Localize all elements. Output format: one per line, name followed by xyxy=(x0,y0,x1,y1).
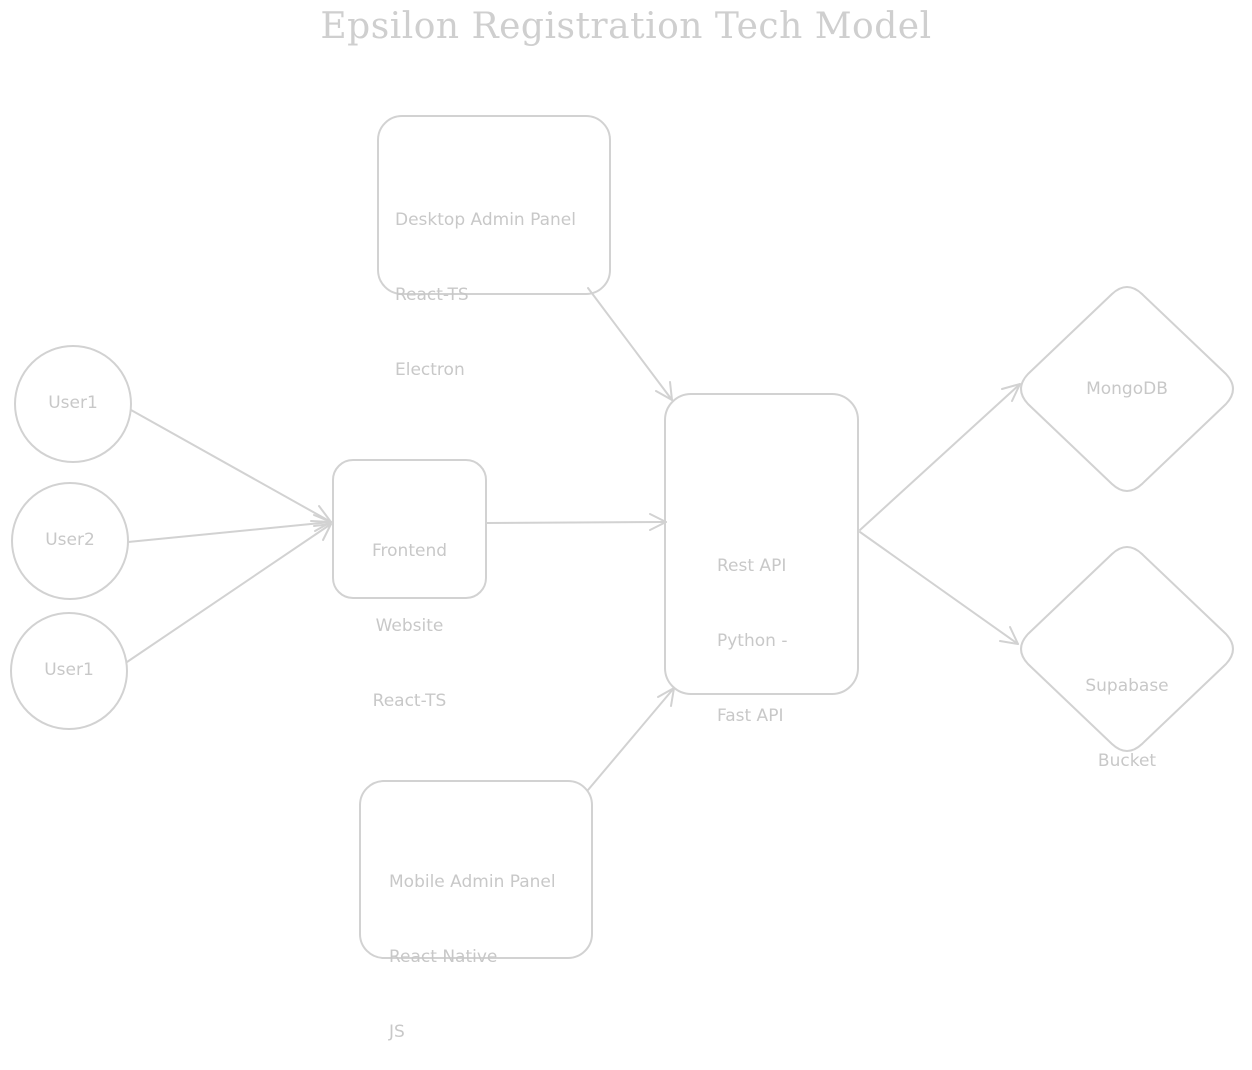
user1-top-node[interactable] xyxy=(14,345,132,463)
arrow-user2-to-frontend xyxy=(127,514,332,543)
supabase-node[interactable] xyxy=(1020,546,1234,752)
mobile-admin-label: Mobile Admin Panel React Native JS xyxy=(389,820,556,1070)
desktop-admin-line-1: Desktop Admin Panel xyxy=(395,210,576,230)
rest-api-node[interactable] xyxy=(664,393,859,695)
user2-label: User2 xyxy=(45,530,95,550)
frontend-line-3: React-TS xyxy=(372,691,447,711)
frontend-label: Frontend Website React-TS xyxy=(333,489,486,739)
mobile-admin-line-2: React Native xyxy=(389,947,498,967)
arrow-user1-to-frontend xyxy=(130,409,332,523)
desktop-admin-node[interactable] xyxy=(377,115,611,295)
diagram-title: Epsilon Registration Tech Model xyxy=(320,6,932,47)
supabase-label: Supabase Bucket xyxy=(1067,624,1187,799)
mobile-admin-line-3: JS xyxy=(389,1022,405,1042)
arrow-user1b-to-frontend xyxy=(126,523,332,663)
arrow-desktop-to-restapi xyxy=(587,287,673,401)
frontend-node[interactable] xyxy=(332,459,487,599)
user1-top-label: User1 xyxy=(48,393,98,413)
desktop-admin-label: Desktop Admin Panel React-TS Electron xyxy=(395,158,576,408)
arrow-restapi-to-mongodb xyxy=(859,383,1021,531)
user1-bottom-label: User1 xyxy=(44,660,94,680)
arrow-mobile-to-restapi xyxy=(587,687,675,791)
frontend-line-1: Frontend xyxy=(371,541,448,561)
supabase-line-1: Supabase xyxy=(1085,676,1169,696)
rest-api-line-3: Fast API xyxy=(717,706,784,726)
rest-api-line-1: Rest API xyxy=(717,556,787,576)
diagram-canvas xyxy=(10,115,1234,959)
arrow-frontend-to-restapi xyxy=(486,513,667,531)
mongodb-label: MongoDB xyxy=(1086,379,1168,399)
mobile-admin-node[interactable] xyxy=(359,780,593,959)
frontend-line-2: Website xyxy=(375,616,444,636)
rest-api-line-2: Python - xyxy=(717,631,788,651)
rest-api-label: Rest API Python - Fast API xyxy=(717,504,787,754)
desktop-admin-line-3: Electron xyxy=(395,360,465,380)
mongodb-node[interactable] xyxy=(1020,286,1234,492)
supabase-line-2: Bucket xyxy=(1097,751,1157,771)
user1-bottom-node[interactable] xyxy=(10,612,128,730)
desktop-admin-line-2: React-TS xyxy=(395,285,469,305)
arrow-restapi-to-supabase xyxy=(859,531,1019,645)
mobile-admin-line-1: Mobile Admin Panel xyxy=(389,872,556,892)
